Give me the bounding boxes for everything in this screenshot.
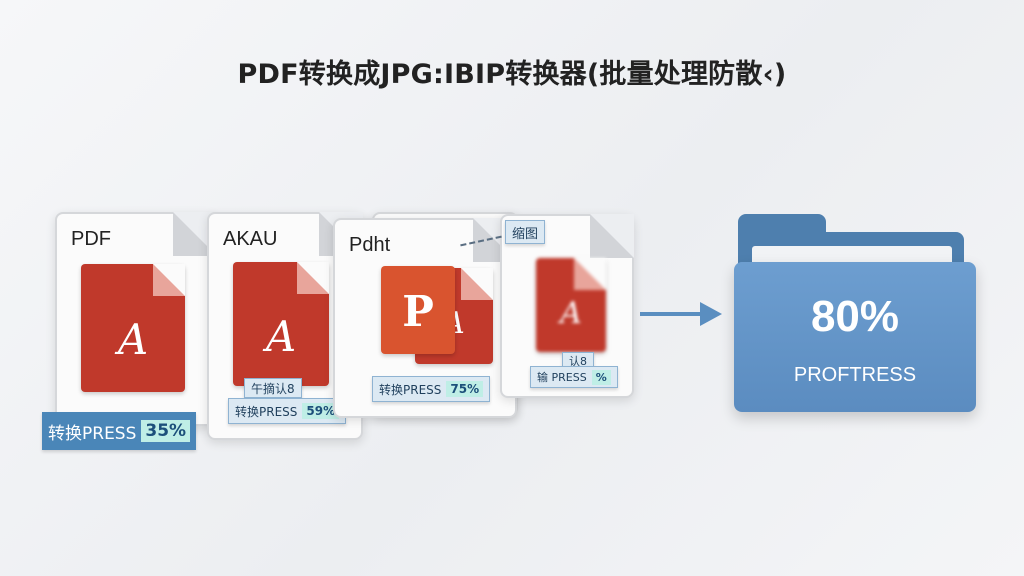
ribbon-top-text: 午摘认8: [251, 381, 295, 396]
progress-ribbon-3: 转换PRESS 75%: [372, 376, 491, 402]
output-progress-label: PROFTRESS: [793, 364, 917, 386]
thumbnail-tag: 缩图: [505, 220, 546, 244]
progress-percent: %: [591, 369, 611, 385]
ribbon-text: 输 PRESS: [537, 371, 587, 384]
ribbon-top-text: 认8: [569, 355, 587, 368]
file-label: PDF: [71, 228, 111, 250]
file-label: AKAU: [223, 228, 278, 250]
arrow-head-icon: [700, 302, 722, 326]
arrow-right-icon: [640, 312, 702, 316]
progress-percent: 59%: [302, 403, 340, 419]
tag-text: 缩图: [512, 226, 539, 242]
output-folder-icon[interactable]: [734, 262, 976, 412]
ribbon-text: 转换PRESS: [235, 404, 298, 419]
output-progress-percent: 80%: [810, 292, 900, 341]
progress-ribbon-2: 转换PRESS 59%: [228, 398, 347, 424]
pdf-icon: A: [81, 264, 185, 392]
pdf-file-card-1[interactable]: PDF A: [55, 212, 217, 426]
progress-percent: 35%: [141, 420, 191, 442]
progress-ribbon-4: 输 PRESS %: [530, 366, 618, 388]
ribbon-text: 转换PRESS: [379, 382, 442, 397]
powerpoint-icon: P: [381, 266, 455, 354]
page-title: PDF转换成JPG:IBIP转换器(批量处理防散‹): [237, 59, 787, 90]
progress-percent: 75%: [446, 381, 484, 397]
pdf-icon-blurred: A: [536, 258, 606, 352]
progress-ribbon-2-top: 午摘认8: [244, 378, 302, 398]
ribbon-text: 转换PRESS: [48, 423, 137, 444]
file-label: Pdht: [349, 234, 391, 256]
page-fold: [590, 214, 634, 258]
pdf-icon: A: [233, 262, 329, 386]
progress-ribbon-1: 转换PRESS 35%: [42, 412, 197, 450]
